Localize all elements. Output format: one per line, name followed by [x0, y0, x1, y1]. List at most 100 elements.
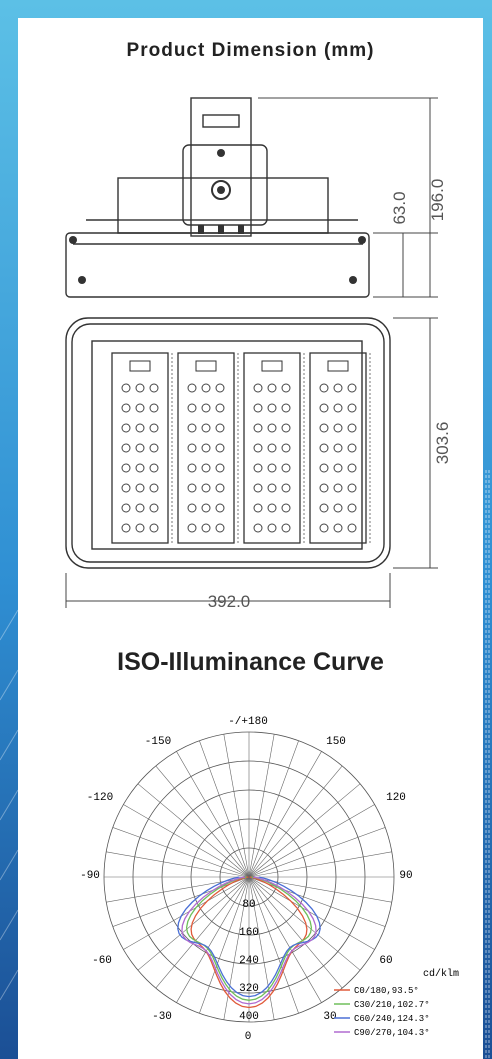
led-lens [149, 443, 159, 453]
led-lens [253, 463, 263, 473]
led-lens [333, 403, 343, 413]
led-lens [333, 523, 343, 533]
led-lens [253, 383, 263, 393]
grid-spoke [137, 876, 250, 971]
led-module [177, 352, 235, 544]
led-lens [281, 443, 291, 453]
led-lens [253, 443, 263, 453]
grid-spoke [248, 876, 375, 950]
grid-spoke [106, 851, 250, 878]
led-lens [201, 383, 211, 393]
led-lens [149, 403, 159, 413]
led-module [309, 352, 367, 544]
led-lens [201, 463, 211, 473]
intensity-curve [181, 876, 317, 1005]
connector-tab [195, 360, 217, 372]
width-label: 392.0 [208, 592, 251, 611]
led-modules [111, 352, 371, 544]
led-lens [253, 523, 263, 533]
led-lens [267, 483, 277, 493]
led-lens [215, 423, 225, 433]
led-lens [267, 383, 277, 393]
led-lens [267, 503, 277, 513]
grid-spoke [123, 804, 250, 878]
polar-curves [177, 876, 321, 1009]
led-module [243, 352, 301, 544]
led-lens [187, 503, 197, 513]
led-lens [281, 523, 291, 533]
led-lens [253, 483, 263, 493]
led-lens [121, 523, 131, 533]
angle-label-150: 150 [326, 736, 346, 748]
radial-label-320: 320 [239, 983, 259, 995]
led-lens [347, 463, 357, 473]
led-lens [187, 483, 197, 493]
led-lens [187, 443, 197, 453]
intensity-curve [185, 876, 313, 1001]
led-lens [253, 423, 263, 433]
grid-spoke [248, 876, 299, 1014]
legend-title: cd/klm [423, 968, 459, 980]
led-lens [319, 503, 329, 513]
front-view-drawing: 196.0 63.0 303.6 392.0 [65, 97, 452, 611]
led-lens [201, 483, 211, 493]
led-lens [149, 483, 159, 493]
led-lens [253, 503, 263, 513]
connector-tab [327, 360, 349, 372]
led-lens [135, 403, 145, 413]
led-lens [281, 483, 291, 493]
grid-spoke [155, 765, 250, 878]
grid-spoke [155, 876, 250, 989]
grid-spoke [248, 734, 275, 878]
led-lens [333, 503, 343, 513]
grid-spoke [248, 876, 343, 989]
led-lens [201, 503, 211, 513]
grid-spoke [223, 734, 250, 878]
led-lens [201, 403, 211, 413]
grid-spoke [248, 851, 392, 878]
led-lens [267, 443, 277, 453]
radial-label-400: 400 [239, 1011, 259, 1023]
led-lens [281, 423, 291, 433]
spec-sheet: Product Dimension (mm) [18, 18, 483, 1059]
led-lens [149, 503, 159, 513]
led-lens [135, 443, 145, 453]
led-lens [187, 383, 197, 393]
led-lens [281, 503, 291, 513]
height-total-label: 196.0 [428, 179, 447, 222]
radial-labels: 80 160 240 320 400 [239, 899, 259, 1023]
angle-label-0: 0 [245, 1031, 252, 1043]
led-lens [319, 383, 329, 393]
led-lens [347, 423, 357, 433]
led-lens [333, 423, 343, 433]
angle-label-neg120: -120 [87, 792, 113, 804]
led-lens [347, 383, 357, 393]
led-lens [135, 483, 145, 493]
grid-spoke [112, 876, 250, 927]
legend-c0: C0/180,93.5° [354, 986, 419, 996]
led-lens [149, 463, 159, 473]
grid-spoke [248, 783, 361, 878]
connector-tab [261, 360, 283, 372]
radial-label-80: 80 [242, 899, 255, 911]
led-lens [319, 403, 329, 413]
depth-label: 303.6 [433, 422, 452, 465]
connector-tab [129, 360, 151, 372]
led-lens [319, 523, 329, 533]
grid-spoke [248, 876, 386, 927]
legend: cd/klm C0/180,93.5° C30/210,102.7° C60/2… [334, 968, 459, 1038]
grid-spoke [248, 804, 375, 878]
angle-label-180: -/+180 [228, 716, 268, 728]
led-lens [267, 423, 277, 433]
polar-diagram: -/+180 -150 150 -120 120 -90 90 -60 60 -… [80, 716, 459, 1043]
led-lens [281, 383, 291, 393]
led-lens [187, 423, 197, 433]
grid-spoke [248, 751, 322, 878]
led-lens [149, 423, 159, 433]
angle-label-neg90: -90 [80, 870, 100, 882]
angle-label-neg150: -150 [145, 736, 171, 748]
led-lens [215, 483, 225, 493]
legend-c30: C30/210,102.7° [354, 1000, 430, 1010]
led-lens [333, 463, 343, 473]
